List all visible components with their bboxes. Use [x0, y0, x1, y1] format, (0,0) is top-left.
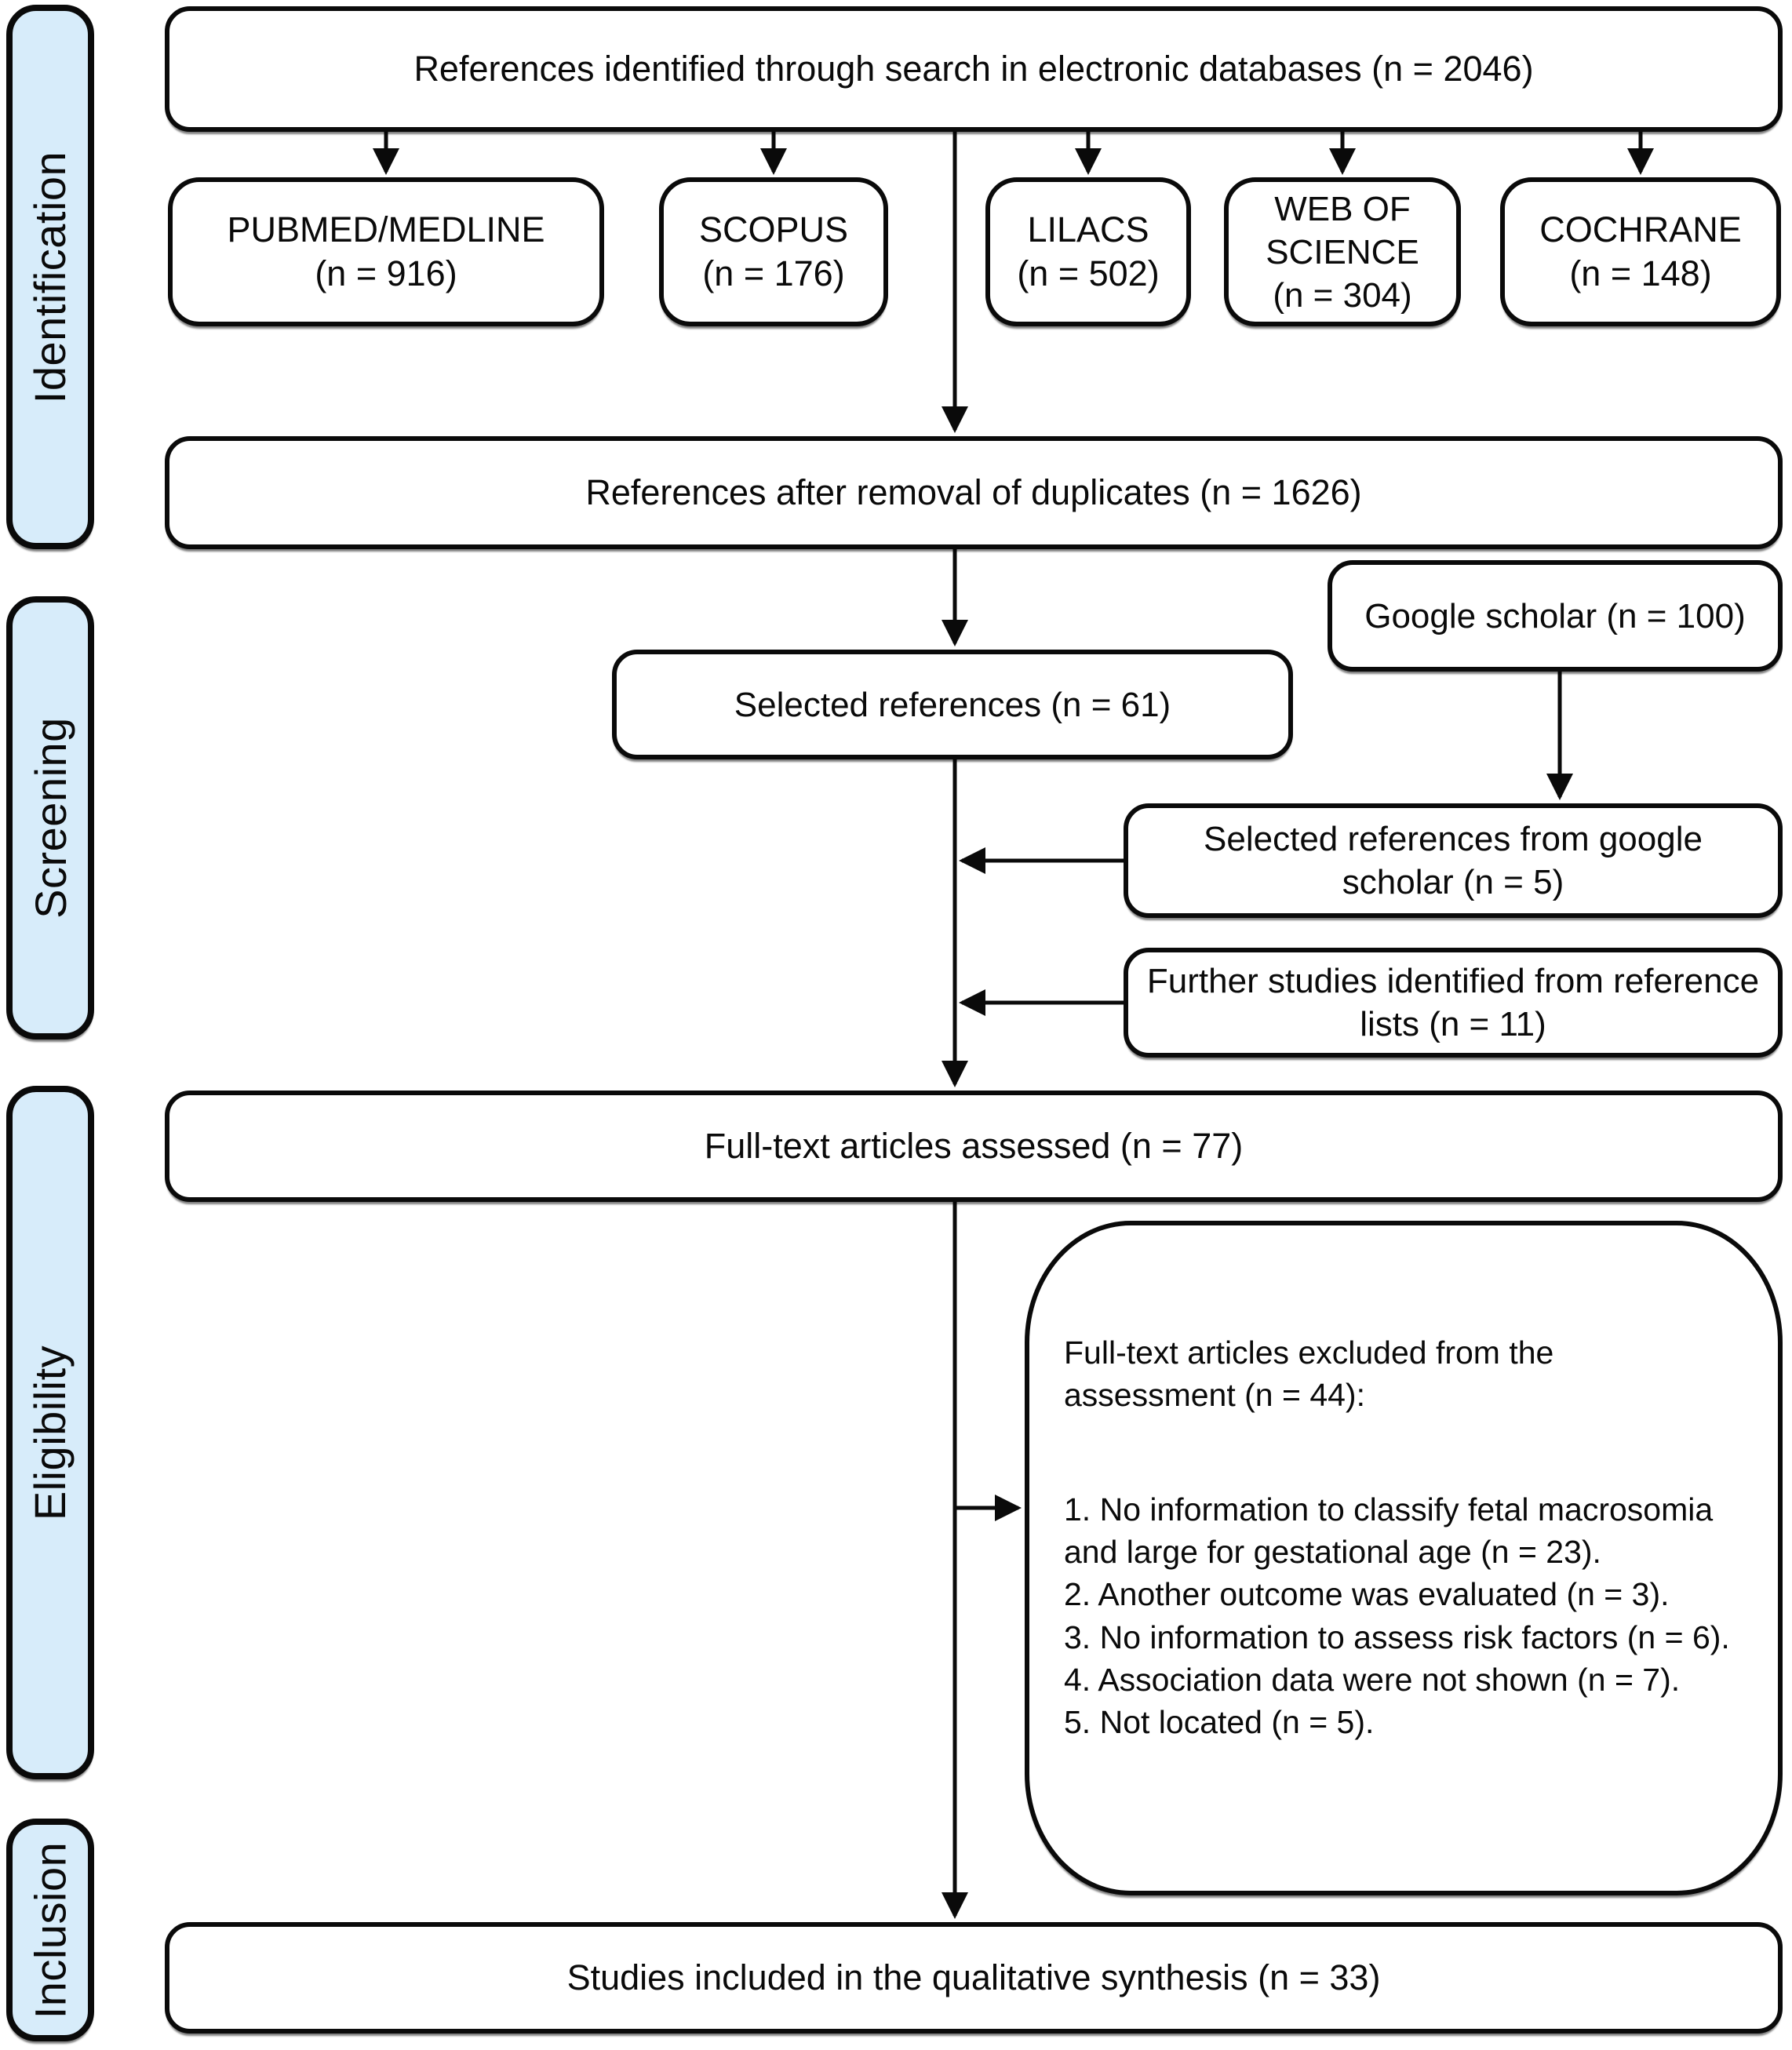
pubmed-count: (n = 916): [315, 253, 457, 293]
box-database-pubmed: PUBMED/MEDLINE (n = 916): [168, 177, 604, 326]
box-studies-included: Studies included in the qualitative synt…: [165, 1922, 1783, 2034]
box-further-studies: Further studies identified from referenc…: [1124, 948, 1783, 1058]
box-fulltext-assessed-label: Full-text articles assessed (n = 77): [704, 1125, 1244, 1166]
stage-inclusion-label: Inclusion: [25, 1841, 75, 2019]
box-google-scholar: Google scholar (n = 100): [1328, 560, 1783, 672]
box-after-duplicates: References after removal of duplicates (…: [165, 436, 1783, 549]
cochrane-name: COCHRANE: [1539, 209, 1742, 249]
box-selected-references-label: Selected references (n = 61): [734, 685, 1171, 724]
excluded-reasons-list: 1. No information to classify fetal macr…: [1064, 1488, 1757, 1743]
box-fulltext-excluded: Full-text articles excluded from the ass…: [1025, 1221, 1783, 1895]
excluded-reason-1: 1. No information to classify fetal macr…: [1064, 1491, 1714, 1571]
box-selected-from-google-scholar: Selected references from google scholar …: [1124, 803, 1783, 918]
stage-screening-label: Screening: [25, 717, 75, 919]
box-selected-from-google-scholar-label: Selected references from google scholar …: [1204, 820, 1703, 901]
stage-screening: Screening: [6, 596, 94, 1040]
lilacs-name: LILACS: [1027, 209, 1149, 249]
box-selected-references: Selected references (n = 61): [612, 650, 1293, 759]
box-database-web-of-science: WEB OF SCIENCE (n = 304): [1224, 177, 1461, 326]
pubmed-name: PUBMED/MEDLINE: [227, 209, 545, 249]
excluded-heading: Full-text articles excluded from the ass…: [1064, 1335, 1554, 1414]
stage-eligibility-label: Eligibility: [25, 1345, 75, 1520]
stage-inclusion: Inclusion: [6, 1819, 94, 2041]
stage-eligibility: Eligibility: [6, 1086, 94, 1779]
box-database-cochrane: COCHRANE (n = 148): [1500, 177, 1781, 326]
box-google-scholar-label: Google scholar (n = 100): [1364, 596, 1746, 635]
stage-identification-label: Identification: [25, 151, 75, 403]
wos-count: (n = 304): [1273, 275, 1412, 315]
box-after-duplicates-label: References after removal of duplicates (…: [585, 472, 1362, 512]
scopus-count: (n = 176): [702, 253, 845, 293]
cochrane-count: (n = 148): [1569, 253, 1712, 293]
excluded-reason-3: 3. No information to assess risk factors…: [1064, 1619, 1730, 1655]
excluded-reason-4: 4. Association data were not shown (n = …: [1064, 1661, 1681, 1698]
excluded-reason-2: 2. Another outcome was evaluated (n = 3)…: [1064, 1576, 1670, 1613]
box-database-scopus: SCOPUS (n = 176): [659, 177, 888, 326]
box-references-identified: References identified through search in …: [165, 6, 1783, 132]
lilacs-count: (n = 502): [1017, 253, 1160, 293]
excluded-reason-5: 5. Not located (n = 5).: [1064, 1703, 1375, 1740]
box-studies-included-label: Studies included in the qualitative synt…: [566, 1957, 1381, 1997]
box-fulltext-assessed: Full-text articles assessed (n = 77): [165, 1091, 1783, 1202]
box-database-lilacs: LILACS (n = 502): [985, 177, 1191, 326]
stage-identification: Identification: [6, 5, 94, 549]
box-further-studies-label: Further studies identified from referenc…: [1146, 962, 1760, 1043]
wos-name: WEB OF SCIENCE: [1266, 189, 1419, 271]
scopus-name: SCOPUS: [698, 209, 849, 249]
box-references-identified-label: References identified through search in …: [413, 48, 1534, 89]
